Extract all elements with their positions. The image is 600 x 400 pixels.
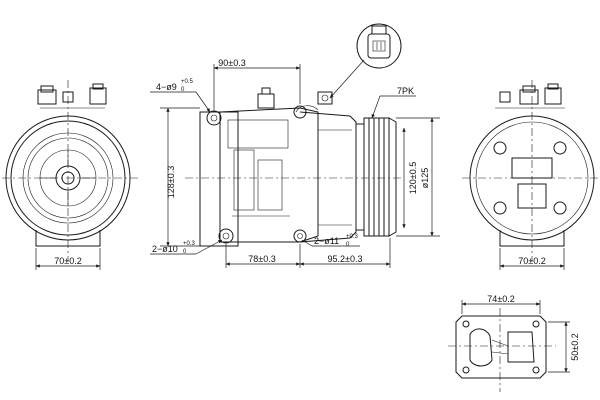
right-rear-view — [462, 80, 598, 270]
dimension-120: 120±0.5 — [408, 162, 418, 194]
plate-width-dimension: 74±0.2 — [487, 294, 514, 304]
dimension-78: 78±0.3 — [248, 254, 275, 264]
right-width-dimension: 70±0.2 — [518, 256, 545, 266]
side-view — [150, 23, 440, 268]
hole-callout-4-sub: 0 — [181, 87, 185, 93]
dimension-diameter-125: ø125 — [420, 168, 430, 189]
hole-callout-4-main: 4−ø9 — [156, 82, 177, 92]
hole-callout-2b-main: 2−ø11 — [314, 236, 339, 246]
hole-callout-2a: 2−ø10 +0.3 0 — [152, 241, 196, 255]
hole-callout-2b-sub: 0 — [346, 242, 350, 248]
hole-callout-2b: 2−ø11 +0.3 0 — [314, 234, 359, 248]
dimension-95-2: 95.2±0.3 — [328, 254, 363, 264]
dimension-128: 128±0.3 — [166, 166, 176, 198]
hole-callout-2a-main: 2−ø10 — [152, 244, 178, 254]
pulley-label: 7PK — [397, 86, 414, 96]
hole-callout-2a-sub: 0 — [183, 249, 187, 255]
hole-callout-2b-sup: +0.3 — [346, 234, 359, 240]
left-front-view — [2, 80, 138, 270]
dimension-90: 90±0.3 — [218, 58, 245, 68]
hole-callout-4-sup: +0.5 — [181, 79, 194, 85]
manifold-plate-view — [448, 300, 570, 392]
hole-callout-4: 4−ø9 +0.5 0 — [156, 79, 194, 93]
left-width-dimension: 70±0.2 — [54, 256, 81, 266]
plate-height-dimension: 50±0.2 — [570, 333, 580, 360]
hole-callout-2a-sup: +0.3 — [183, 241, 196, 247]
